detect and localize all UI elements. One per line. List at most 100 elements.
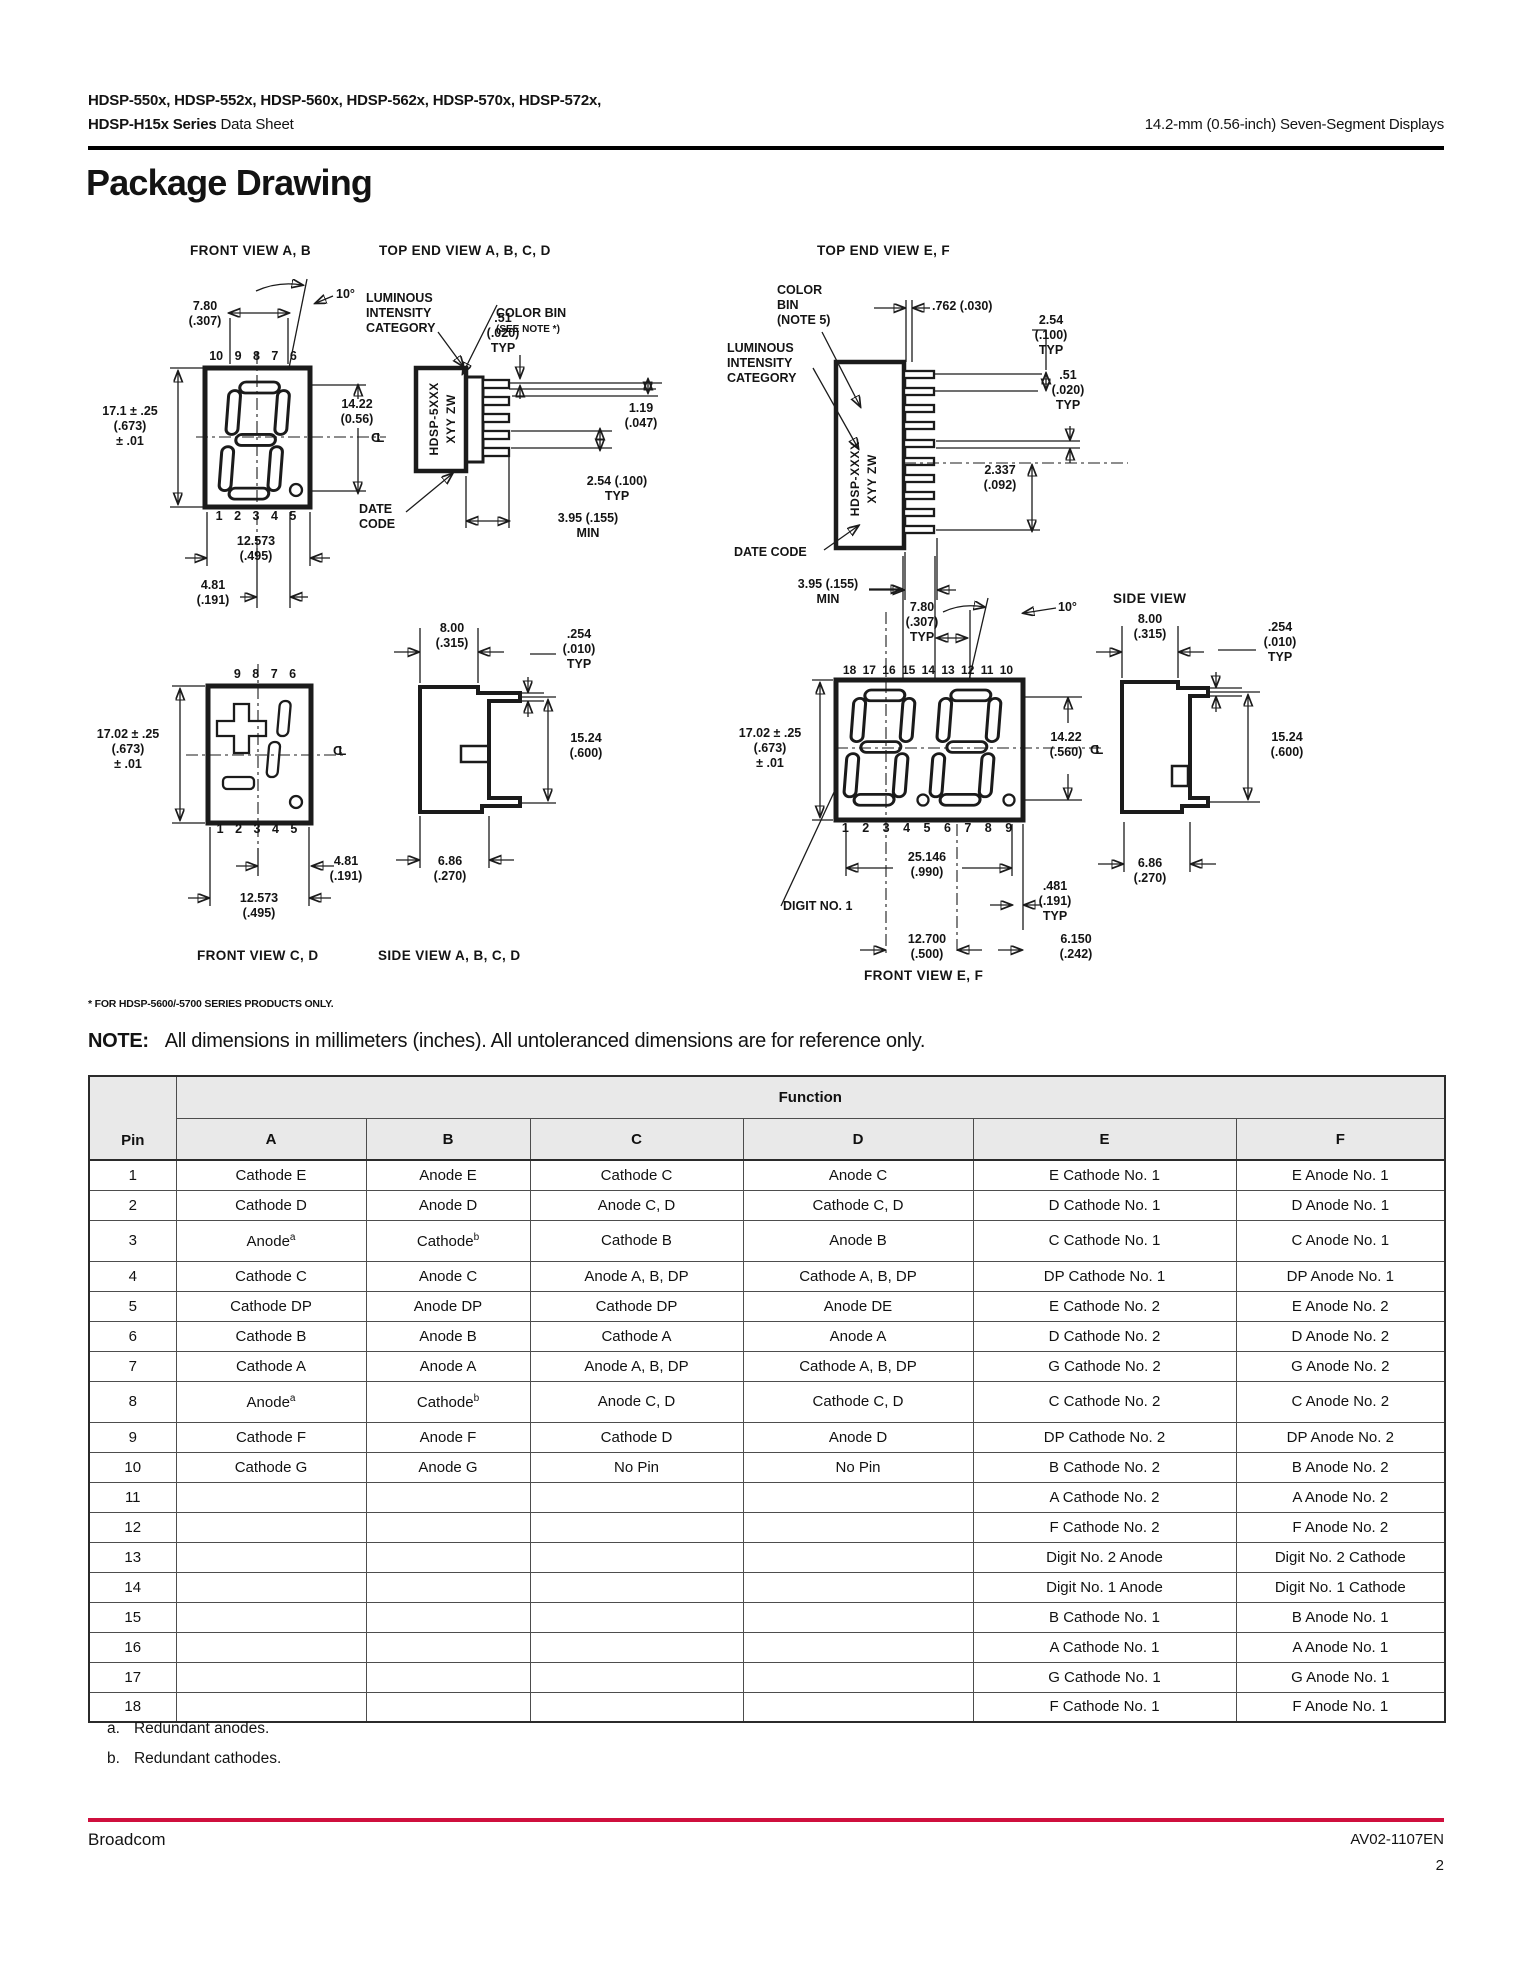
pin-cell: 17 [88, 1661, 177, 1693]
function-cell: C Cathode No. 1 [972, 1219, 1237, 1262]
function-cell: Cathode D [175, 1189, 367, 1221]
dim-angle-ab: 10° [336, 287, 355, 301]
function-cell: Anode C, D [529, 1380, 744, 1423]
function-cell: Cathode A, B, DP [742, 1260, 974, 1292]
centerline-symbol-ef: CL [1090, 742, 1103, 757]
part-marking-abcd: HDSP-5XXX XYY ZW [427, 382, 458, 456]
function-cell: E Cathode No. 2 [972, 1290, 1237, 1322]
footer-company: Broadcom [88, 1830, 166, 1849]
dim-6-86-side-ef: 6.86 (.270) [1133, 856, 1167, 885]
pin-cell: 9 [88, 1421, 177, 1453]
pin-cell: 16 [88, 1631, 177, 1663]
function-cell: B Anode No. 1 [1235, 1601, 1446, 1633]
footer-page-number: 2 [1435, 1857, 1444, 1874]
pin-numbers-bottom-cd: 1 2 3 4 5 [216, 822, 298, 836]
pin-cell: 10 [88, 1451, 177, 1483]
column-header-e: E [972, 1118, 1237, 1161]
function-cell: G Anode No. 1 [1235, 1661, 1446, 1693]
view-title-front-ef: FRONT VIEW E, F [864, 968, 984, 983]
function-cell: No Pin [529, 1451, 744, 1483]
dim-6-86-side-abcd: 6.86 (.270) [433, 854, 467, 883]
function-cell [529, 1541, 744, 1573]
note-line: NOTE: All dimensions in millimeters (inc… [88, 1030, 925, 1053]
function-cell: Cathode C, D [742, 1380, 974, 1423]
dim-3-95-front-ef: 3.95 (.155) MIN [797, 577, 859, 606]
header-product-line2: HDSP-H15x Series Data Sheet [88, 116, 294, 133]
function-cell: Cathode C [529, 1159, 744, 1191]
function-cell: E Cathode No. 1 [972, 1159, 1237, 1191]
function-cell: Cathode C, D [742, 1189, 974, 1221]
dim-8-00-side-ef: 8.00 (.315) [1133, 612, 1167, 641]
function-cell [742, 1601, 974, 1633]
view-title-front-ab: FRONT VIEW A, B [190, 243, 311, 258]
dim-2-337-ef: 2.337 (.092) [983, 463, 1017, 492]
note-text: All dimensions in millimeters (inches). … [164, 1030, 926, 1052]
function-cell: Cathode E [175, 1159, 367, 1191]
dim-14-22-front-ef: 14.22 (.560) [1049, 730, 1083, 759]
dim-angle-front-ef: 10° [1058, 600, 1077, 614]
function-cell [742, 1661, 974, 1693]
function-cell: Cathodeb [365, 1219, 531, 1262]
dim-6-150-ef: 6.150 (.242) [1059, 932, 1093, 961]
function-cell [365, 1511, 531, 1543]
function-cell: Anode DE [742, 1290, 974, 1322]
function-cell: Digit No. 1 Cathode [1235, 1571, 1446, 1603]
function-cell: DP Anode No. 1 [1235, 1260, 1446, 1292]
dim-51-abcd: .51 (.020) TYP [486, 311, 520, 355]
pin-cell: 4 [88, 1260, 177, 1292]
function-cell: A Anode No. 1 [1235, 1631, 1446, 1663]
luminous-intensity-label-ef: LUMINOUS INTENSITY CATEGORY [727, 341, 797, 385]
function-cell: Cathode D [529, 1421, 744, 1453]
pin-cell: 5 [88, 1290, 177, 1322]
function-cell: Anode A [365, 1350, 531, 1382]
color-bin-note-ref: (SEE NOTE *) [496, 323, 560, 335]
function-cell: Anode F [365, 1421, 531, 1453]
function-cell: Anode C, D [529, 1189, 744, 1221]
function-cell: G Cathode No. 2 [972, 1350, 1237, 1382]
function-cell: DP Cathode No. 2 [972, 1421, 1237, 1453]
function-cell: Cathode DP [529, 1290, 744, 1322]
date-code-label-ef: DATE CODE [734, 545, 807, 559]
dim-height-front-ef: 17.02 ± .25 (.673) ± .01 [738, 726, 802, 770]
function-cell: Anode G [365, 1451, 531, 1483]
footnote-b-text: Redundant cathodes. [133, 1750, 282, 1767]
column-header-b: B [365, 1118, 531, 1161]
function-cell [365, 1661, 531, 1693]
function-cell [365, 1481, 531, 1513]
digit-no1-label: DIGIT NO. 1 [783, 899, 853, 913]
dim-7-80-ab: 7.80 (.307) [188, 299, 222, 328]
dim-4-81-ab: 4.81 (.191) [196, 578, 230, 607]
function-cell [529, 1571, 744, 1603]
view-title-side-abcd: SIDE VIEW A, B, C, D [378, 948, 521, 963]
function-cell [365, 1601, 531, 1633]
function-cell: Anodea [175, 1380, 367, 1423]
function-cell [175, 1541, 367, 1573]
pin-cell: 8 [88, 1380, 177, 1423]
header-datasheet-label: Data Sheet [220, 116, 294, 133]
drawing-footnote: * FOR HDSP-5600/-5700 SERIES PRODUCTS ON… [88, 998, 334, 1010]
front-view-cd-drawing [172, 664, 346, 906]
color-bin-text: COLOR BIN [496, 305, 567, 320]
part-marking-ef: HDSP-XXXX XYY ZW [848, 441, 879, 517]
dim-8-00-side-abcd: 8.00 (.315) [435, 621, 469, 650]
pin-numbers-top-ab: 10 9 8 7 6 [209, 349, 297, 363]
pin-numbers-top-cd: 9 8 7 6 [233, 667, 297, 681]
function-cell [742, 1541, 974, 1573]
function-cell: B Cathode No. 2 [972, 1451, 1237, 1483]
dim-7-80-front-ef: 7.80 (.307) TYP [905, 600, 939, 644]
header-rule [88, 146, 1444, 150]
dim-481-ef: .481 (.191) TYP [1038, 879, 1072, 923]
function-cell: G Cathode No. 1 [972, 1661, 1237, 1693]
footnote-b-marker: b. [107, 1750, 120, 1767]
function-cell: Cathode C [175, 1260, 367, 1292]
function-cell [175, 1631, 367, 1663]
function-cell: D Anode No. 2 [1235, 1320, 1446, 1352]
color-bin-label-abcd: COLOR BIN (SEE NOTE *) [496, 291, 566, 335]
